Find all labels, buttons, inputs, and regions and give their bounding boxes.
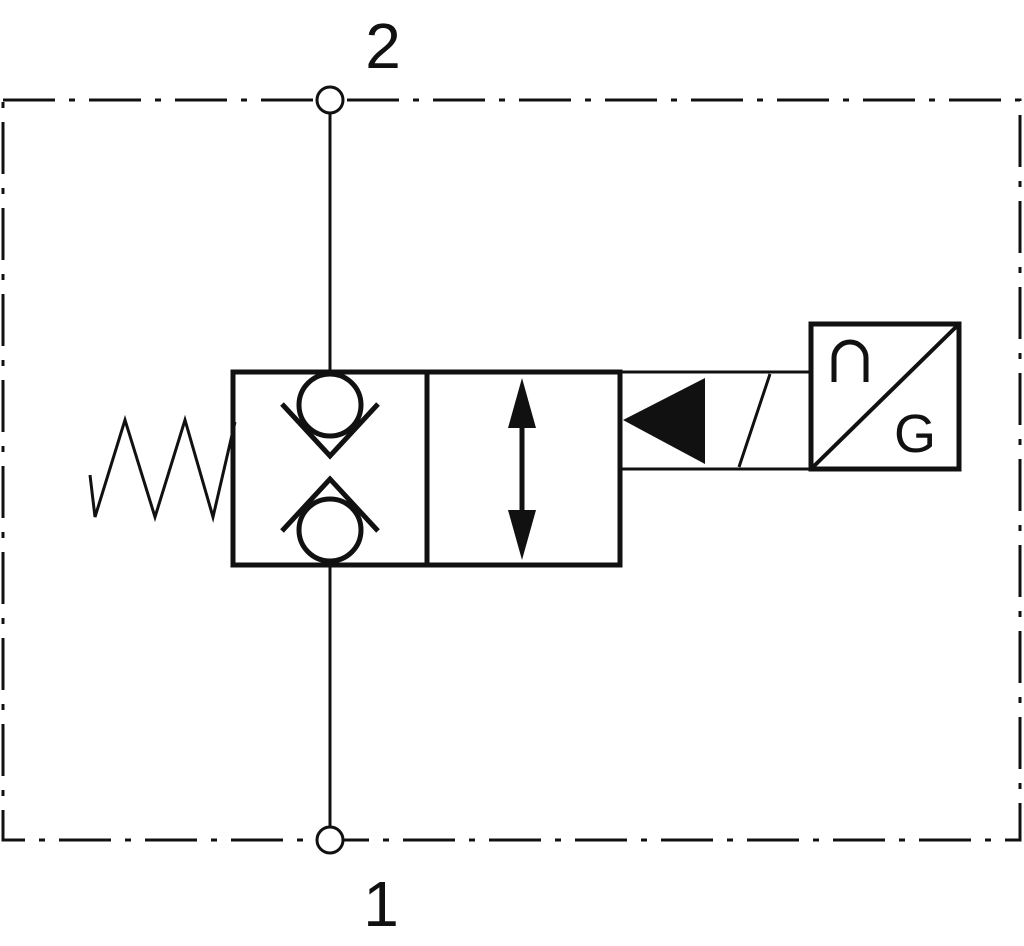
- solenoid-actuator: [618, 370, 812, 471]
- coil-slash: [737, 373, 772, 468]
- valve-body: [230, 369, 623, 568]
- converter-g-label: G: [894, 404, 936, 464]
- check-ball-lower: [296, 496, 364, 564]
- arrow-up-icon: [508, 378, 536, 428]
- converter-box: G: [808, 321, 962, 472]
- port-2-connector: [315, 85, 345, 115]
- check-valve-lower: [280, 475, 380, 564]
- actuator-triangle-icon: [623, 378, 705, 464]
- port-1-connector: [315, 825, 345, 855]
- spring-symbol: [88, 414, 237, 523]
- ac-cap-icon: [831, 339, 869, 382]
- check-seat-upper: [280, 402, 380, 460]
- flow-arrow-both-ways: [508, 378, 536, 560]
- converter-diagonal: [809, 322, 961, 471]
- port-1-label: 1: [363, 868, 399, 940]
- port-2-label: 2: [365, 10, 401, 82]
- check-seat-lower: [280, 475, 380, 533]
- check-ball-upper: [296, 371, 364, 439]
- check-valve-upper: [280, 371, 380, 460]
- arrow-down-icon: [508, 510, 536, 560]
- enclosure-boundary: [1, 98, 1022, 842]
